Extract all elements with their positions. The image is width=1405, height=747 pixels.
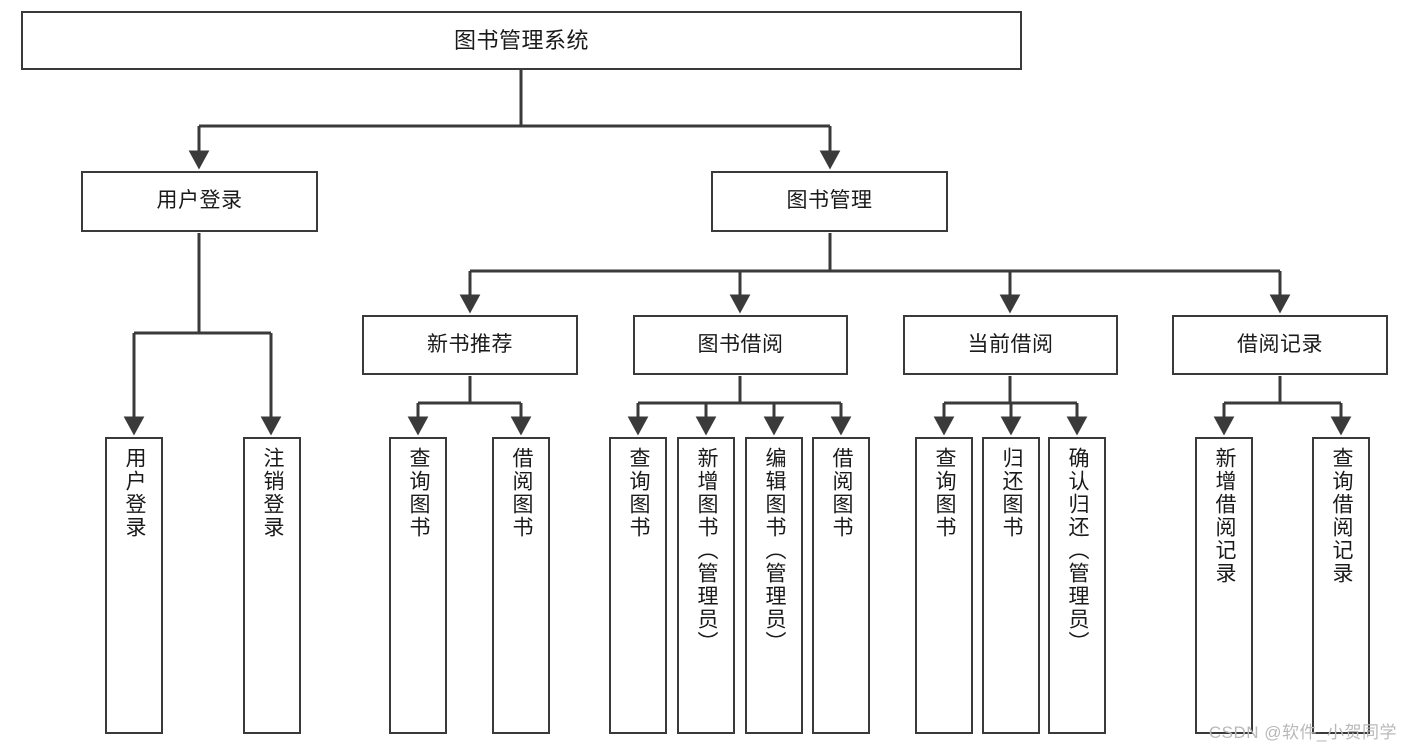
node-leaf-borrow-book-2[interactable]: 借阅图书 — [812, 437, 870, 734]
node-leaf-add-borrow-record[interactable]: 新增借阅记录 — [1195, 437, 1253, 734]
node-label: 编辑图书（管理员） — [763, 447, 787, 654]
csdn-watermark: CSDN @软件_小贺同学 — [1208, 723, 1397, 742]
node-root-system[interactable]: 图书管理系统 — [21, 11, 1022, 70]
node-current-borrow[interactable]: 当前借阅 — [903, 315, 1118, 375]
node-label: 查询图书 — [627, 447, 651, 539]
node-label: 查询图书 — [933, 447, 957, 539]
node-label: 借阅图书 — [510, 447, 534, 539]
node-leaf-edit-book[interactable]: 编辑图书（管理员） — [745, 437, 803, 734]
node-leaf-query-book-2[interactable]: 查询图书 — [609, 437, 667, 734]
node-label: 新书推荐 — [427, 332, 513, 356]
node-leaf-query-borrow-record[interactable]: 查询借阅记录 — [1312, 437, 1370, 734]
node-label: 注销登录 — [261, 447, 285, 539]
node-label: 用户登录 — [156, 189, 243, 213]
node-leaf-return-book[interactable]: 归还图书 — [982, 437, 1040, 734]
node-leaf-query-book-3[interactable]: 查询图书 — [915, 437, 973, 734]
node-label: 新增借阅记录 — [1213, 447, 1237, 585]
node-book-manage[interactable]: 图书管理 — [711, 171, 948, 232]
node-leaf-user-login[interactable]: 用户登录 — [105, 437, 163, 734]
node-label: 图书管理 — [786, 189, 873, 213]
node-label: 借阅图书 — [830, 447, 854, 539]
node-label: 图书借阅 — [697, 332, 784, 356]
node-leaf-logout[interactable]: 注销登录 — [243, 437, 301, 734]
node-leaf-query-book-1[interactable]: 查询图书 — [389, 437, 447, 734]
node-leaf-confirm-return[interactable]: 确认归还（管理员） — [1048, 437, 1106, 734]
node-label: 借阅记录 — [1237, 332, 1323, 356]
node-book-borrow[interactable]: 图书借阅 — [633, 315, 848, 375]
node-label: 新增图书（管理员） — [695, 447, 719, 654]
node-new-book-recommend[interactable]: 新书推荐 — [362, 315, 578, 375]
node-label: 查询图书 — [407, 447, 431, 539]
node-user-login[interactable]: 用户登录 — [81, 171, 318, 232]
node-label: 图书管理系统 — [453, 27, 589, 53]
node-label: 确认归还（管理员） — [1066, 447, 1090, 654]
node-label: 归还图书 — [1000, 447, 1024, 539]
node-label: 用户登录 — [123, 447, 147, 539]
node-borrow-record[interactable]: 借阅记录 — [1172, 315, 1388, 375]
node-label: 当前借阅 — [967, 332, 1054, 356]
node-label: 查询借阅记录 — [1330, 447, 1354, 585]
node-leaf-add-book[interactable]: 新增图书（管理员） — [677, 437, 735, 734]
node-leaf-borrow-book-1[interactable]: 借阅图书 — [492, 437, 550, 734]
